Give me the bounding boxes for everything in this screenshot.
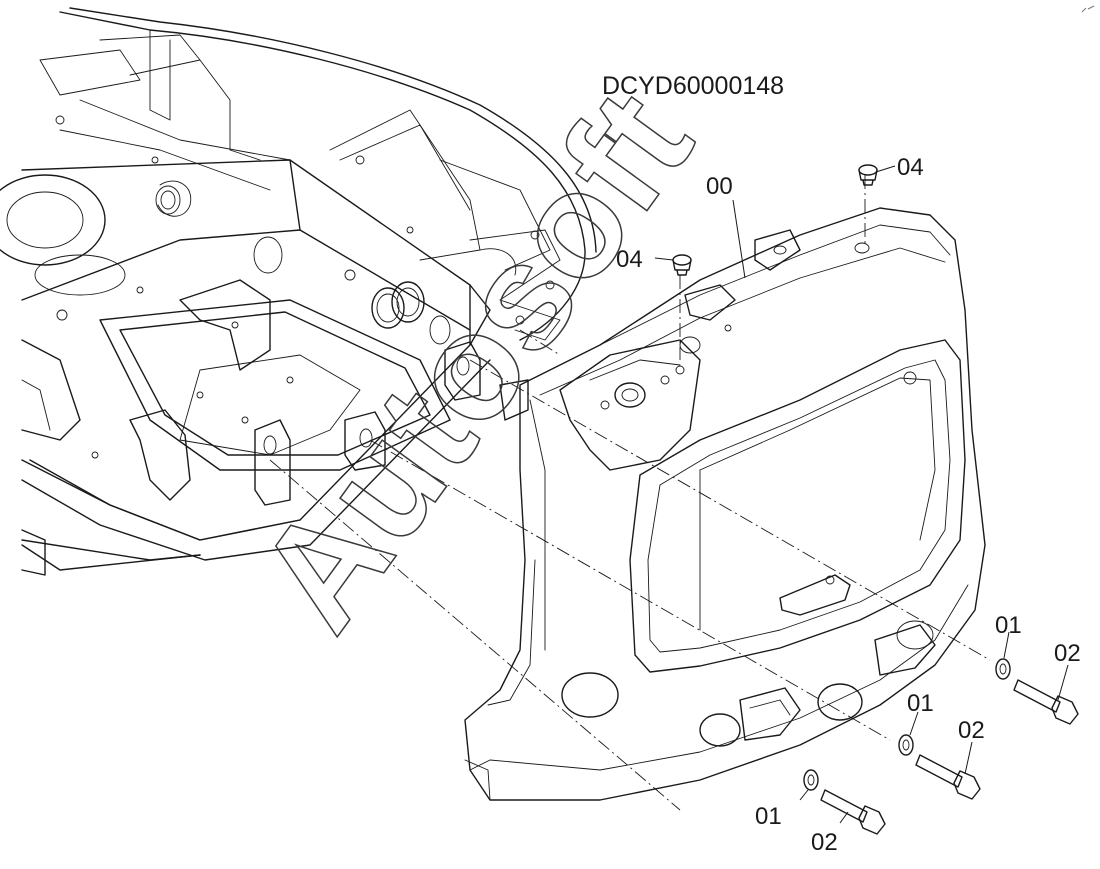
leader-lines (654, 165, 1069, 824)
part-label-02-middle: 02 (958, 717, 985, 744)
part-label-01-middle: 01 (907, 690, 934, 717)
bolt-02-right (1013, 679, 1079, 725)
part-label-04-left: 04 (616, 246, 643, 273)
part-label-01-lower: 01 (755, 803, 782, 830)
corner-mark (1081, 5, 1095, 13)
washer-01-lower (803, 769, 819, 791)
plug-04-left (672, 254, 692, 276)
bolt-02-middle (915, 754, 981, 800)
drawing-code: DCYD60000148 (602, 72, 784, 100)
washer-01-right (995, 658, 1011, 680)
upper-frame (0, 7, 597, 576)
bolt-02-lower (820, 789, 886, 835)
part-label-04-top: 04 (897, 154, 924, 181)
part-label-00: 00 (706, 173, 733, 200)
counterweight (464, 207, 986, 801)
plug-04-top (858, 164, 878, 186)
part-label-02-right: 02 (1054, 640, 1081, 667)
part-label-02-lower: 02 (811, 829, 838, 856)
washer-01-middle (898, 734, 914, 756)
center-lines (269, 175, 991, 811)
part-label-01-right: 01 (995, 612, 1022, 639)
